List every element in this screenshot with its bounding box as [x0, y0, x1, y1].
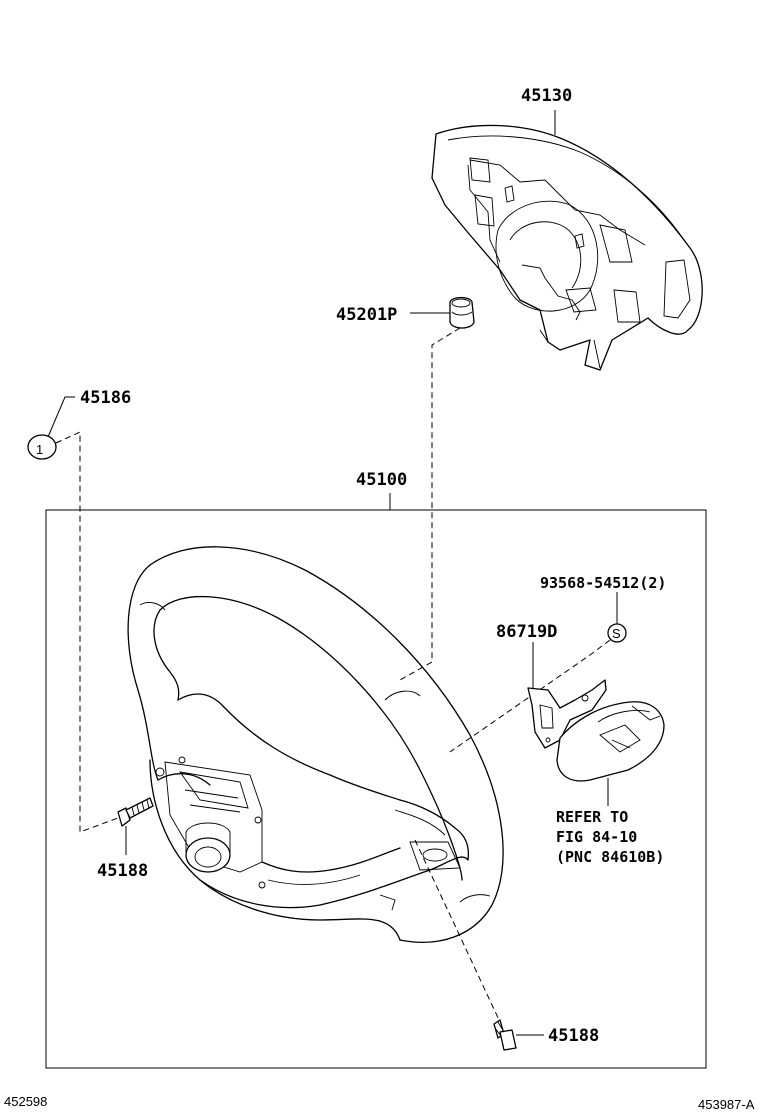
- bolt-45188-left: [117, 797, 154, 827]
- part-label-45188-left: 45188: [97, 861, 148, 881]
- steering-wheel: [127, 546, 504, 943]
- part-label-45186: 45186: [80, 388, 131, 408]
- assembly-frame-45100: [45, 509, 707, 1069]
- cap-mark: 1: [36, 442, 43, 457]
- part-label-86719d: 86719D: [496, 622, 557, 642]
- part-label-45188-bottom: 45188: [548, 1026, 599, 1046]
- refer-line-1: REFER TO: [556, 808, 628, 826]
- bracket-86719d: [527, 679, 607, 749]
- bolt-45188-bottom: [493, 1019, 517, 1051]
- screw-93568: S: [607, 623, 627, 643]
- footer-code-right: 453987-A: [698, 1097, 755, 1112]
- refer-line-3: (PNC 84610B): [556, 848, 664, 866]
- part-label-45100: 45100: [356, 470, 407, 490]
- screw-mark: S: [612, 626, 621, 641]
- part-label-93568: 93568-54512(2): [540, 574, 666, 592]
- cap-45186: 1: [27, 434, 57, 460]
- steering-switch: [556, 701, 665, 782]
- footer-code-left: 452598: [4, 1094, 47, 1109]
- nut-45201p: [449, 296, 475, 329]
- refer-line-2: FIG 84-10: [556, 828, 637, 846]
- airbag-pad-45130: [431, 124, 703, 371]
- part-label-45130: 45130: [521, 86, 572, 106]
- part-label-45201p: 45201P: [336, 305, 397, 325]
